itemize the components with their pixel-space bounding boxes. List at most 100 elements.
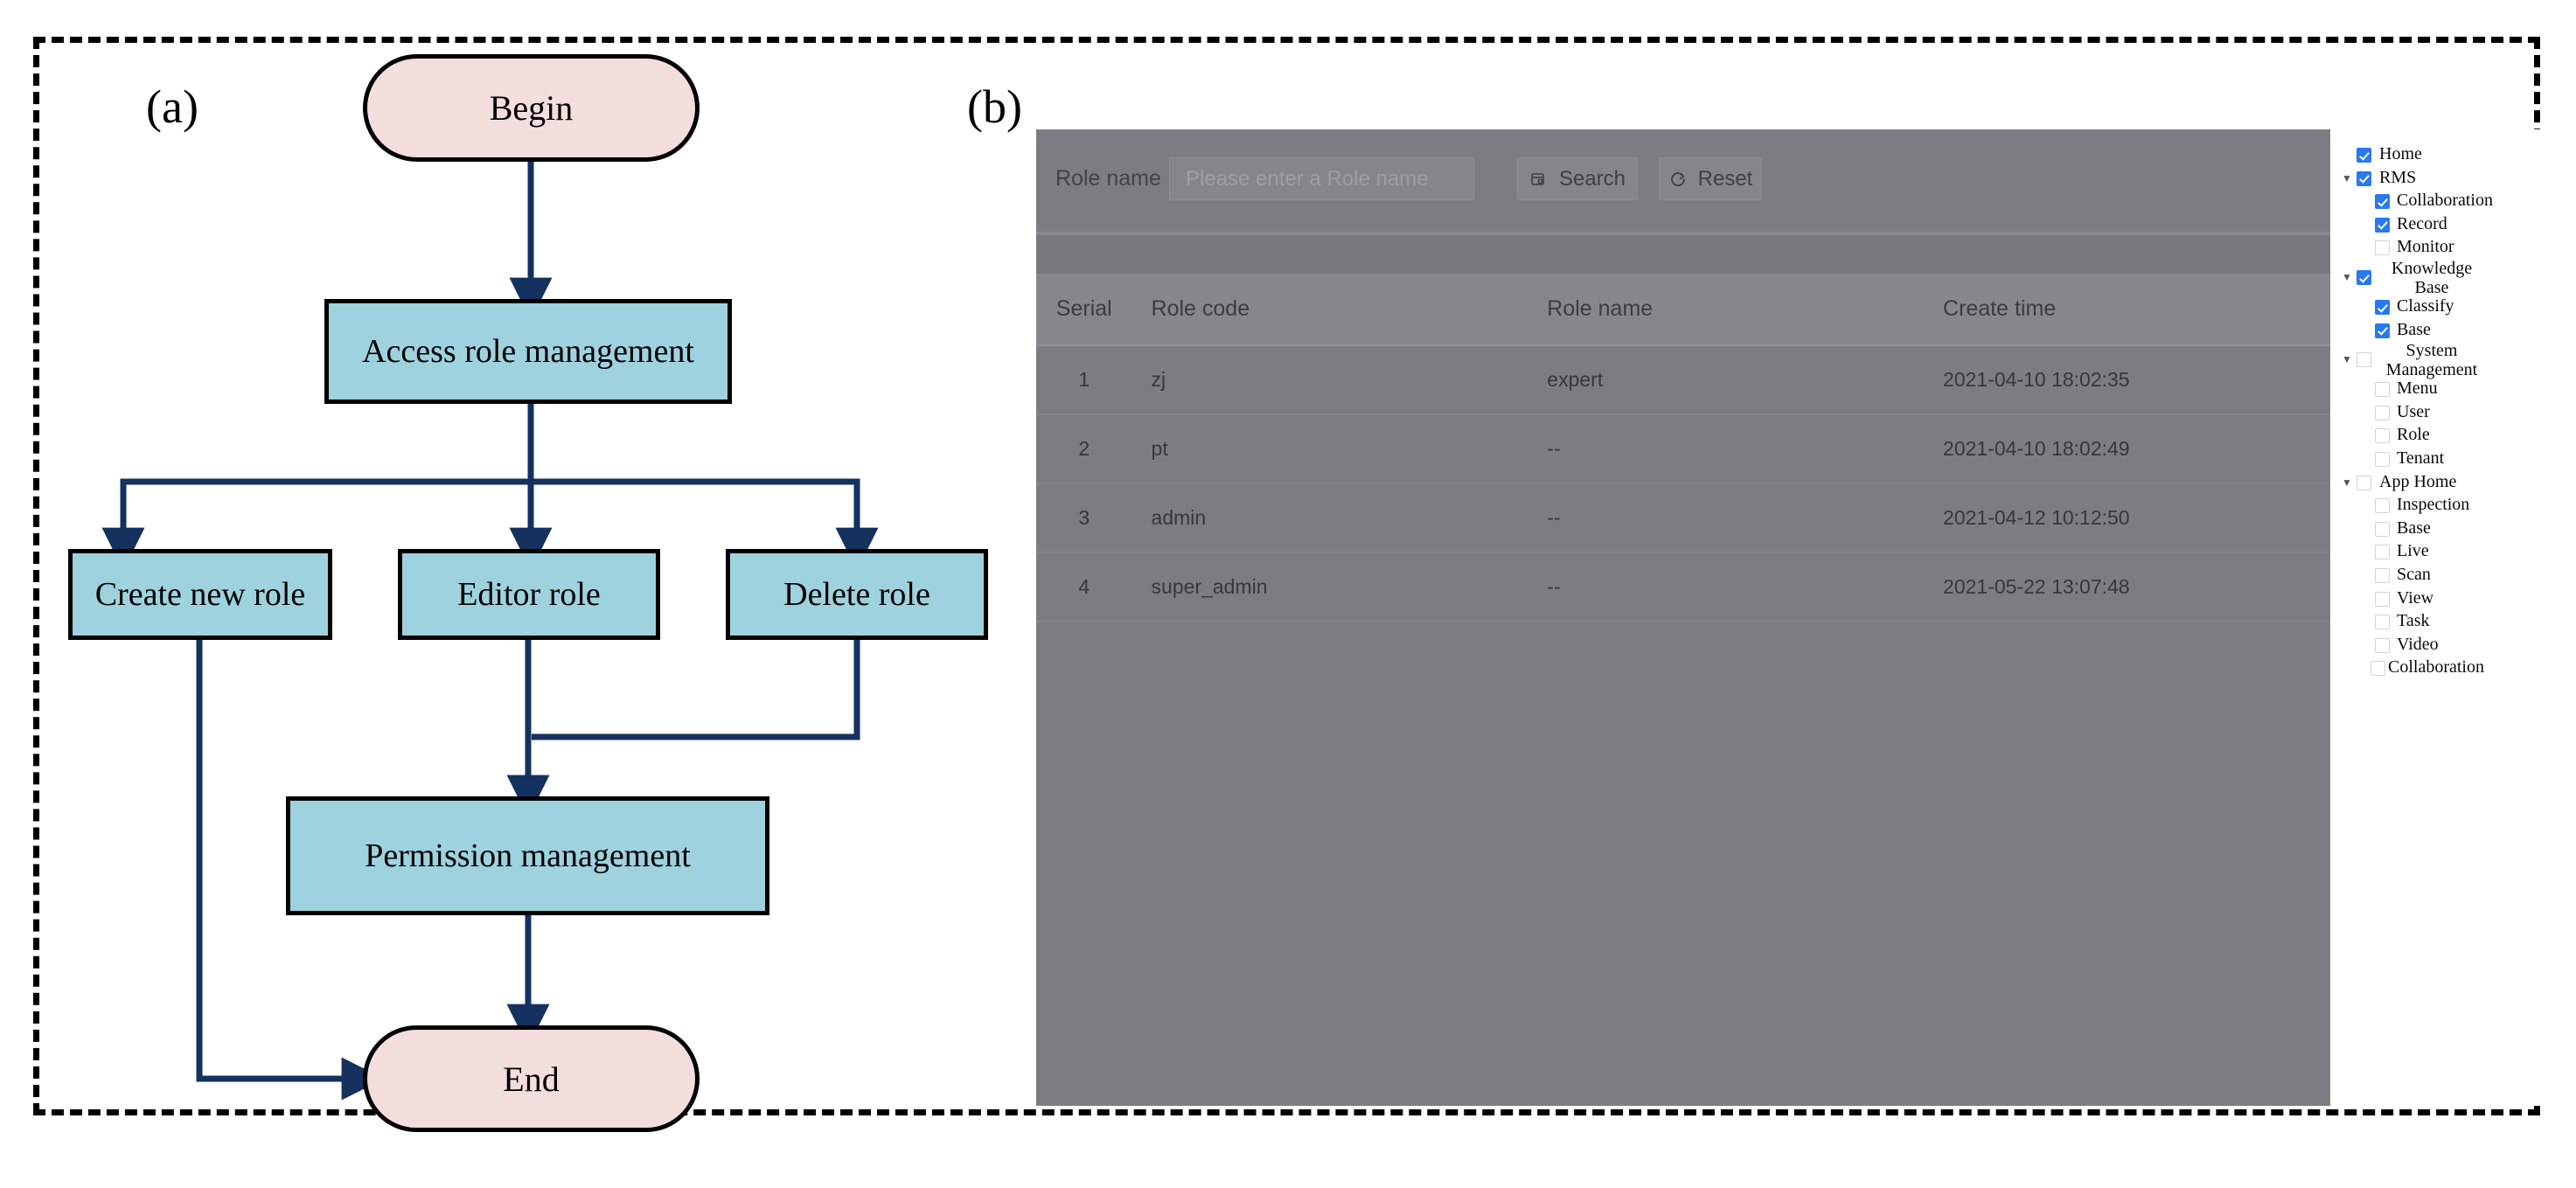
reset-button[interactable]: Reset — [1659, 157, 1762, 200]
cell-role-code: pt — [1131, 414, 1528, 484]
refresh-icon — [1668, 170, 1688, 189]
panel-label-a: (a) — [146, 80, 198, 133]
tree-item-label: Live — [2397, 541, 2429, 561]
tree-checkbox[interactable] — [2375, 637, 2390, 653]
tree-item-video[interactable]: Video — [2337, 634, 2540, 657]
chevron-down-icon[interactable]: ▼ — [2342, 171, 2352, 184]
edge-access-to-create — [101, 404, 534, 571]
tree-item-label: Role — [2397, 425, 2430, 445]
tree-checkbox[interactable] — [2375, 452, 2390, 467]
tree-checkbox[interactable] — [2375, 217, 2390, 233]
tree-item-task[interactable]: Task — [2337, 610, 2540, 634]
tree-item-rms[interactable]: ▼ RMS — [2337, 167, 2540, 191]
tree-item-tenant[interactable]: Tenant — [2337, 448, 2540, 471]
cell-role-name: expert — [1528, 345, 1925, 415]
tree-checkbox[interactable] — [2357, 475, 2371, 490]
tree-item-live[interactable]: Live — [2337, 540, 2540, 564]
tree-item-knowledge-base[interactable]: ▼ Knowledge Base — [2337, 259, 2540, 297]
column-header-role-name[interactable]: Role name — [1528, 274, 1925, 346]
toolbar-table-divider — [1036, 233, 2330, 274]
tree-checkbox[interactable] — [2375, 405, 2390, 420]
table-header-row: Serial Role code Role name Create time — [1036, 274, 2330, 346]
tree-item-role[interactable]: Role — [2337, 424, 2540, 448]
tree-item-label: Base — [2397, 518, 2431, 538]
tree-item-label: Tenant — [2397, 448, 2445, 468]
flow-node-begin: Begin — [363, 54, 700, 162]
chevron-down-icon[interactable]: ▼ — [2342, 476, 2352, 489]
tree-item-scan[interactable]: Scan — [2337, 564, 2540, 587]
tree-checkbox[interactable] — [2375, 498, 2390, 514]
tree-item-label: Menu — [2397, 379, 2438, 399]
search-icon — [1529, 170, 1549, 189]
cell-role-code: zj — [1131, 345, 1528, 415]
tree-item-record[interactable]: Record — [2337, 213, 2540, 237]
cell-role-name: -- — [1528, 414, 1925, 484]
tree-checkbox[interactable] — [2375, 521, 2390, 537]
tree-checkbox[interactable] — [2375, 545, 2390, 560]
flow-node-delete-role: Delete role — [726, 549, 988, 640]
tree-item-view[interactable]: View — [2337, 587, 2540, 611]
tree-checkbox[interactable] — [2357, 148, 2371, 163]
tree-item-app-home[interactable]: ▼ App Home — [2337, 471, 2540, 495]
tree-item-collaboration[interactable]: Collaboration — [2337, 190, 2540, 213]
column-header-serial[interactable]: Serial — [1036, 274, 1132, 346]
search-button[interactable]: Search — [1517, 157, 1638, 200]
chevron-down-icon[interactable]: ▼ — [2342, 271, 2352, 283]
tree-checkbox[interactable] — [2375, 323, 2390, 338]
column-header-create-time[interactable]: Create time — [1924, 274, 2330, 346]
tree-item-collaboration[interactable]: Collaboration — [2337, 657, 2540, 680]
tree-item-label: Base — [2397, 319, 2431, 339]
tree-item-classify[interactable]: Classify — [2337, 295, 2540, 319]
tree-item-user[interactable]: User — [2337, 401, 2540, 425]
tree-item-label: Record — [2397, 213, 2447, 233]
tree-checkbox[interactable] — [2371, 661, 2385, 677]
tree-item-label: Collaboration — [2397, 191, 2493, 211]
tree-checkbox[interactable] — [2375, 300, 2390, 315]
cell-create-time: 2021-05-22 13:07:48 — [1924, 552, 2330, 622]
tree-checkbox[interactable] — [2375, 194, 2390, 210]
tree-item-label: System Management — [2385, 341, 2478, 379]
tree-checkbox[interactable] — [2357, 270, 2371, 285]
roles-table: Serial Role code Role name Create time 1… — [1036, 274, 2330, 622]
cell-role-code: admin — [1131, 483, 1528, 553]
tree-item-label: App Home — [2379, 471, 2457, 491]
cell-create-time: 2021-04-12 10:12:50 — [1924, 483, 2330, 553]
tree-item-base[interactable]: Base — [2337, 319, 2540, 343]
tree-item-system-management[interactable]: ▼ System Management — [2337, 341, 2540, 379]
flowchart-connectors — [101, 162, 879, 1101]
tree-item-label: Task — [2397, 611, 2430, 631]
edge-delete-to-permission — [532, 640, 860, 740]
tree-checkbox[interactable] — [2375, 240, 2390, 256]
tree-item-monitor[interactable]: Monitor — [2337, 236, 2540, 260]
tree-item-base[interactable]: Base — [2337, 518, 2540, 541]
tree-item-menu[interactable]: Menu — [2337, 378, 2540, 401]
tree-item-label: Inspection — [2397, 495, 2470, 515]
cell-serial: 1 — [1036, 345, 1132, 415]
tree-item-label: Monitor — [2397, 237, 2454, 257]
panel-label-b: (b) — [967, 80, 1022, 133]
tree-item-label: Collaboration — [2388, 657, 2484, 677]
tree-checkbox[interactable] — [2375, 615, 2390, 630]
cell-serial: 3 — [1036, 483, 1132, 553]
tree-item-inspection[interactable]: Inspection — [2337, 494, 2540, 518]
chevron-down-icon[interactable]: ▼ — [2342, 353, 2352, 366]
tree-checkbox[interactable] — [2375, 568, 2390, 583]
cell-serial: 4 — [1036, 552, 1132, 622]
tree-item-home[interactable]: Home — [2337, 143, 2540, 167]
tree-item-label: Knowledge Base — [2391, 259, 2473, 297]
cell-role-name: -- — [1528, 552, 1925, 622]
tree-checkbox[interactable] — [2375, 382, 2390, 398]
role-name-input[interactable]: Please enter a Role name — [1169, 157, 1474, 200]
flow-node-access-role-management: Access role management — [324, 299, 732, 404]
tree-item-label: RMS — [2379, 167, 2417, 187]
tree-item-label: Classify — [2397, 296, 2454, 316]
tree-checkbox[interactable] — [2375, 428, 2390, 444]
tree-checkbox[interactable] — [2357, 170, 2371, 186]
column-header-role-code[interactable]: Role code — [1131, 274, 1528, 346]
tree-checkbox[interactable] — [2375, 591, 2390, 607]
tree-checkbox[interactable] — [2357, 352, 2371, 368]
